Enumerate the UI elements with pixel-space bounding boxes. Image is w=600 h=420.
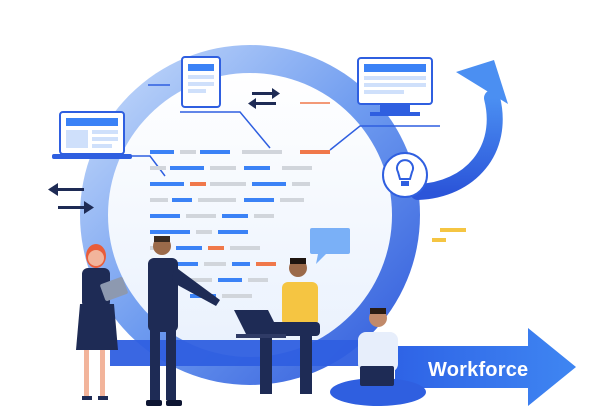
code-line-segment bbox=[150, 182, 184, 186]
monitor-icon-top-right bbox=[357, 57, 433, 116]
code-line-segment bbox=[292, 182, 310, 186]
code-line-segment bbox=[178, 278, 212, 282]
cycle-arrow-icon bbox=[410, 60, 508, 200]
code-line-segment bbox=[252, 182, 286, 186]
code-line-segment bbox=[244, 198, 274, 202]
lightbulb-icon bbox=[382, 152, 428, 198]
code-line-segment bbox=[150, 198, 168, 202]
code-line-segment bbox=[204, 262, 226, 266]
code-line-segment bbox=[230, 246, 260, 250]
code-line-segment bbox=[210, 166, 236, 170]
code-line-segment bbox=[300, 150, 330, 154]
code-line-segment bbox=[218, 230, 248, 234]
code-line-segment bbox=[222, 294, 252, 298]
code-line-segment bbox=[232, 262, 250, 266]
code-line-segment bbox=[170, 262, 198, 266]
code-line-segment bbox=[170, 166, 204, 170]
chat-bubble-icon bbox=[310, 228, 350, 264]
person-sitting-with-laptop bbox=[330, 308, 426, 406]
code-line-segment bbox=[254, 214, 274, 218]
laptop-icon bbox=[234, 310, 286, 338]
workforce-label: Workforce bbox=[428, 359, 529, 381]
person-woman-with-tablet bbox=[76, 244, 128, 400]
code-line-segment bbox=[218, 278, 242, 282]
code-line-segment bbox=[210, 182, 246, 186]
exchange-arrows-icon bbox=[248, 88, 280, 109]
code-line-segment bbox=[282, 166, 312, 170]
code-line-segment bbox=[150, 214, 180, 218]
code-line-segment bbox=[244, 166, 270, 170]
code-line-segment bbox=[150, 166, 166, 170]
code-line-segment bbox=[172, 198, 192, 202]
person-man-in-suit bbox=[146, 236, 220, 406]
person-man-with-laptop bbox=[234, 258, 320, 394]
code-line-segment bbox=[198, 198, 236, 202]
tablet-icon bbox=[100, 277, 128, 301]
code-line-segment bbox=[222, 214, 248, 218]
code-line-segment bbox=[176, 246, 202, 250]
code-line-segment bbox=[280, 198, 304, 202]
code-block bbox=[150, 150, 330, 298]
exchange-arrows-icon-left bbox=[48, 183, 94, 214]
accent-mark bbox=[432, 228, 466, 242]
code-line-segment bbox=[190, 182, 206, 186]
right-arrow-banner-icon bbox=[395, 328, 576, 406]
code-line-segment bbox=[248, 278, 268, 282]
document-icon bbox=[181, 56, 221, 108]
code-line-segment bbox=[256, 262, 276, 266]
code-line-segment bbox=[150, 150, 174, 154]
code-line-segment bbox=[200, 150, 230, 154]
code-line-segment bbox=[150, 230, 190, 234]
monitor-icon bbox=[52, 111, 132, 159]
code-line-segment bbox=[208, 246, 224, 250]
code-line-segment bbox=[242, 150, 282, 154]
floor-platform bbox=[110, 340, 370, 366]
code-line-segment bbox=[180, 150, 196, 154]
code-line-segment bbox=[186, 214, 216, 218]
laptop-icon bbox=[360, 366, 394, 386]
code-line-segment bbox=[196, 230, 212, 234]
